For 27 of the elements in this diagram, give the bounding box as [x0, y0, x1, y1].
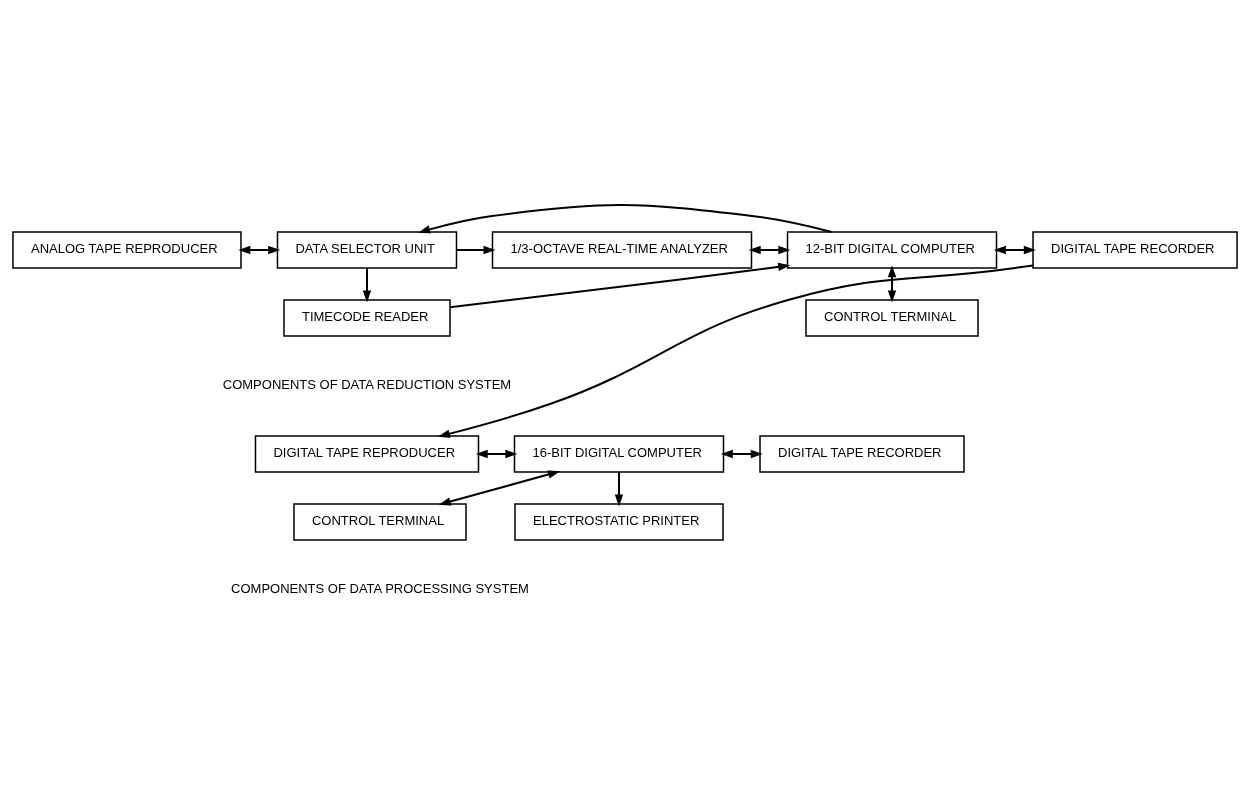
arrow: [418, 203, 833, 233]
label: COMPONENTS OF DATA REDUCTION SYSTEM: [222, 376, 512, 392]
node-box: ANALOG TAPE REPRODUCER: [12, 230, 242, 269]
node-box: DIGITAL TAPE RECORDER: [1032, 230, 1238, 269]
label: COMPONENTS OF DATA PROCESSING SYSTEM: [231, 580, 529, 596]
arrow: [238, 245, 281, 254]
node-box: DIGITAL TAPE REPRODUCER: [254, 434, 480, 473]
node-box: CONTROL TERMINAL: [805, 298, 979, 337]
arrow: [437, 263, 1034, 438]
node-box: ELECTROSTATIC PRINTER: [514, 502, 724, 541]
arrow: [438, 469, 561, 506]
node-box: 16-BIT DIGITAL COMPUTER: [513, 434, 725, 473]
node-box: DIGITAL TAPE RECORDER: [759, 434, 965, 473]
node-box: 12-BIT DIGITAL COMPUTER: [786, 230, 998, 269]
arrow: [455, 245, 496, 254]
arrow: [993, 245, 1036, 254]
node-box: 1/3-OCTAVE REAL-TIME ANALYZER: [491, 230, 753, 269]
node-box: DATA SELECTOR UNIT: [276, 230, 458, 269]
arrow: [748, 245, 791, 254]
arrow: [887, 264, 897, 303]
arrow: [362, 266, 372, 303]
node-box: CONTROL TERMINAL: [293, 502, 467, 541]
arrow: [475, 449, 518, 458]
arrow: [449, 262, 791, 308]
node-box: TIMECODE READER: [283, 298, 451, 337]
arrow: [720, 449, 763, 458]
arrow: [614, 470, 624, 507]
